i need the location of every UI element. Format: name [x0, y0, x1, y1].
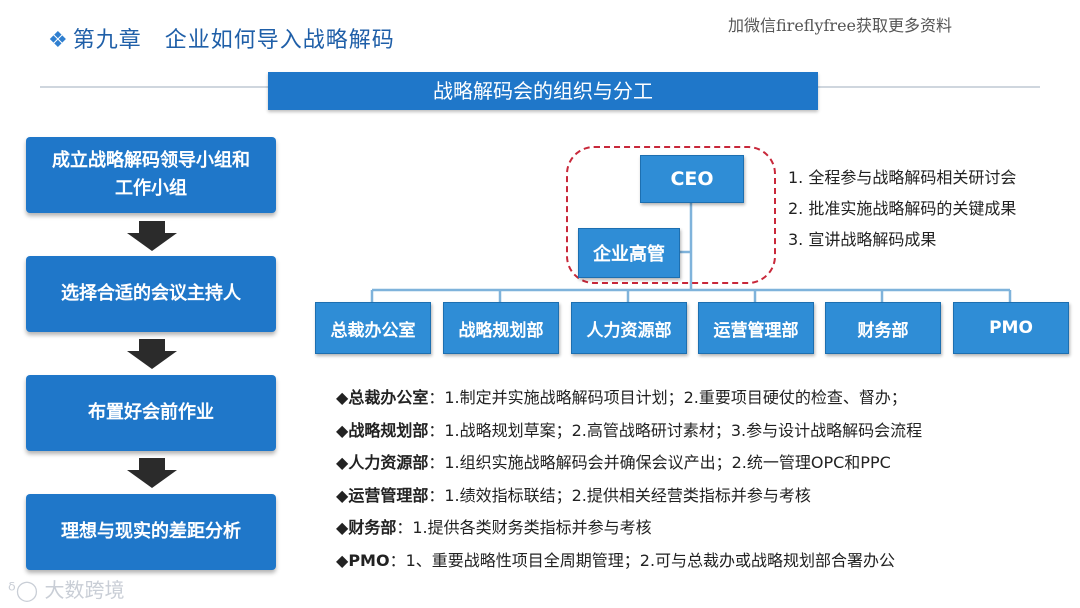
- section-banner: 战略解码会的组织与分工: [268, 72, 818, 110]
- down-arrow-icon: [127, 458, 177, 488]
- diamond-icon: ❖: [48, 28, 69, 53]
- responsibility-text: 1.战略规划草案；2.高管战略研讨素材；3.参与设计战略解码会流程: [444, 420, 923, 440]
- brand-logo: ᵟ◯ 大数跨境: [8, 574, 124, 603]
- responsibility-dept: 总裁办公室: [348, 388, 429, 407]
- chapter-title-text: 第九章 企业如何导入战略解码: [72, 28, 395, 53]
- responsibility-item: ◆总裁办公室：1.制定并实施战略解码项目计划；2.重要项目硬仗的检查、督办；: [336, 382, 922, 415]
- colon: ：: [396, 518, 413, 537]
- step-form-team: 成立战略解码领导小组和工作小组: [26, 137, 276, 213]
- bullet-icon: ◆: [336, 453, 349, 472]
- dept-operations: 运营管理部: [698, 302, 814, 354]
- colon: ：: [428, 388, 445, 407]
- step-gap-analysis: 理想与现实的差距分析: [26, 494, 276, 570]
- responsibility-dept: PMO: [348, 550, 390, 570]
- bullet-icon: ◆: [336, 420, 349, 440]
- ceo-box: CEO: [640, 155, 744, 203]
- responsibility-text: 1.提供各类财务类指标并参与考核: [412, 518, 652, 537]
- responsibility-text: 1.制定并实施战略解码项目计划；2.重要项目硬仗的检查、督办；: [444, 388, 907, 407]
- dept-finance: 财务部: [825, 302, 941, 354]
- step-select-host: 选择合适的会议主持人: [26, 256, 276, 332]
- responsibility-text: 1.绩效指标联结；2.提供相关经营类指标并参与考核: [444, 485, 811, 505]
- ceo-duty-item: 3. 宣讲战略解码成果: [788, 230, 937, 249]
- responsibility-item: ◆财务部：1.提供各类财务类指标并参与考核: [336, 512, 922, 545]
- bullet-icon: ◆: [336, 388, 349, 407]
- bullet-icon: ◆: [336, 518, 349, 537]
- responsibility-dept: 人力资源部: [348, 453, 429, 472]
- colon: ：: [428, 420, 445, 440]
- bullet-icon: ◆: [336, 550, 349, 570]
- responsibility-text: 1.组织实施战略解码会并确保会议产出；2.统一管理OPC和PPC: [444, 453, 891, 472]
- colon: ：: [428, 485, 445, 505]
- dept-strategy-planning: 战略规划部: [443, 302, 559, 354]
- down-arrow-icon: [127, 221, 177, 251]
- watermark-text: 加微信fireflyfree获取更多资料: [728, 16, 953, 35]
- dept-human-resources: 人力资源部: [571, 302, 687, 354]
- chapter-title: ❖第九章 企业如何导入战略解码: [48, 22, 395, 54]
- responsibility-dept: 战略规划部: [348, 420, 429, 440]
- responsibility-dept: 运营管理部: [348, 485, 429, 505]
- responsibility-item: ◆人力资源部：1.组织实施战略解码会并确保会议产出；2.统一管理OPC和PPC: [336, 447, 922, 480]
- responsibility-text: 1、重要战略性项目全周期管理；2.可与总裁办或战略规划部合署办公: [405, 550, 896, 570]
- down-arrow-icon: [127, 339, 177, 369]
- responsibility-dept: 财务部: [348, 518, 397, 537]
- executives-box: 企业高管: [578, 228, 680, 278]
- colon: ：: [428, 453, 445, 472]
- responsibility-item: ◆运营管理部：1.绩效指标联结；2.提供相关经营类指标并参与考核: [336, 480, 922, 513]
- bullet-icon: ◆: [336, 485, 349, 505]
- ceo-duty-item: 1. 全程参与战略解码相关研讨会: [788, 168, 1017, 187]
- step-pre-work: 布置好会前作业: [26, 375, 276, 451]
- responsibility-item: ◆战略规划部：1.战略规划草案；2.高管战略研讨素材；3.参与设计战略解码会流程: [336, 415, 922, 448]
- dept-pmo: PMO: [953, 302, 1069, 354]
- dept-president-office: 总裁办公室: [315, 302, 431, 354]
- ceo-duties-list: 1. 全程参与战略解码相关研讨会 2. 批准实施战略解码的关键成果 3. 宣讲战…: [788, 162, 1016, 255]
- leadership-highlight: [566, 146, 776, 284]
- responsibilities-list: ◆总裁办公室：1.制定并实施战略解码项目计划；2.重要项目硬仗的检查、督办； ◆…: [336, 382, 922, 577]
- responsibility-item: ◆PMO：1、重要战略性项目全周期管理；2.可与总裁办或战略规划部合署办公: [336, 545, 922, 578]
- logo-text: 大数跨境: [44, 578, 125, 602]
- colon: ：: [389, 550, 406, 570]
- ceo-duty-item: 2. 批准实施战略解码的关键成果: [788, 199, 1017, 218]
- logo-icon: ᵟ◯: [8, 578, 45, 602]
